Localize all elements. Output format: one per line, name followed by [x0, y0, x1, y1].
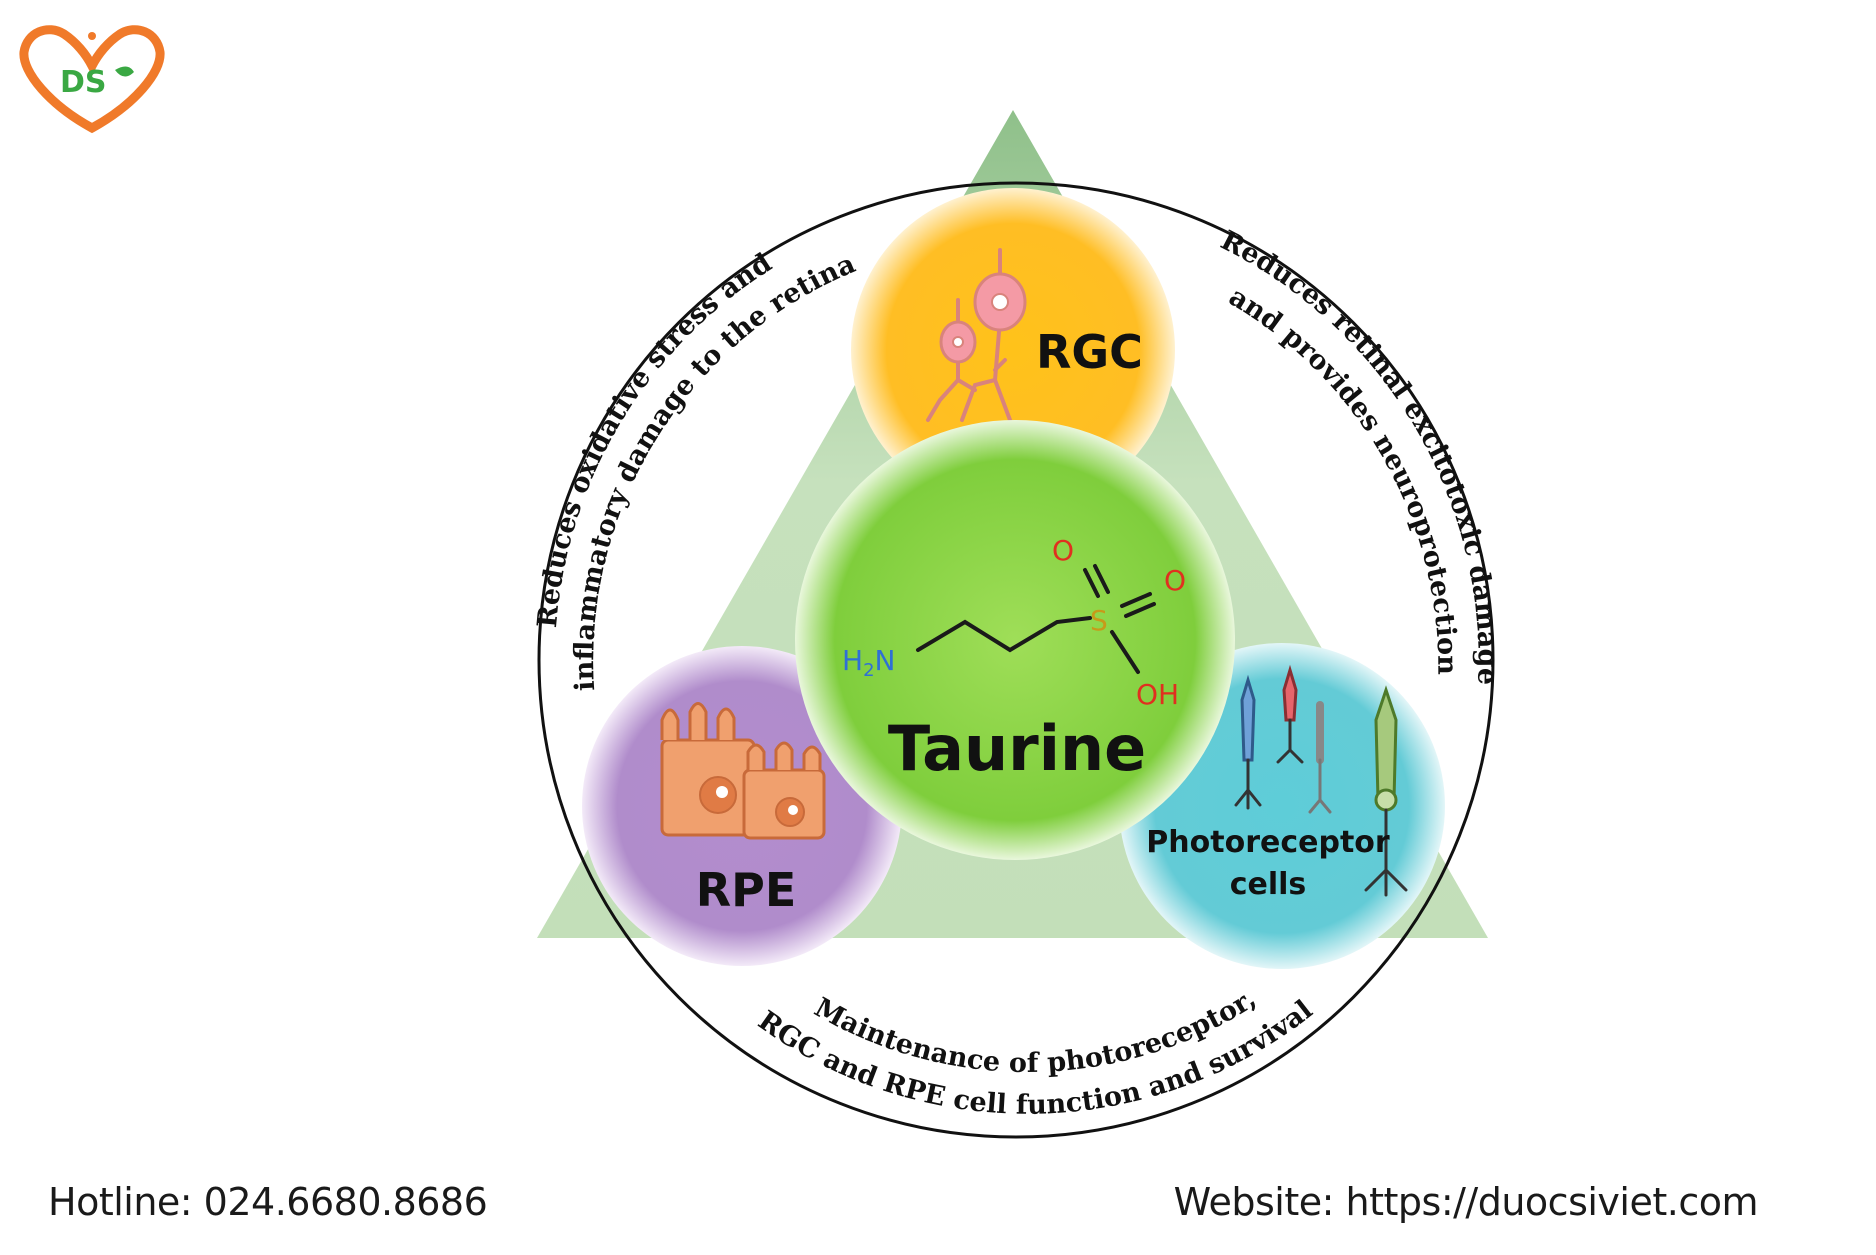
hydroxyl-group: OH: [1136, 678, 1179, 711]
outer-ring: [537, 181, 1495, 1139]
photoreceptor-cell-icon: [1234, 664, 1408, 897]
taurine-circle: [795, 420, 1235, 860]
sulfur-atom: S: [1090, 604, 1108, 637]
duocsiviet-logo: DS: [19, 25, 165, 134]
oxygen-top: O: [1052, 534, 1074, 567]
photoreceptor-label-line1: Photoreceptor: [1146, 825, 1390, 860]
rpe-label: RPE: [696, 863, 797, 917]
rpe-cell-icon: [660, 702, 826, 840]
rgc-node: RGC: [851, 188, 1175, 512]
heart-icon: [19, 25, 165, 134]
rgc-circle: [851, 188, 1175, 512]
taurine-label: Taurine: [888, 712, 1146, 785]
logo-text: DS: [60, 65, 107, 100]
rgc-label: RGC: [1036, 325, 1143, 379]
ganglion-cell-icon: [926, 248, 1012, 422]
taurine-node: H2N S O O OH Taurine: [795, 420, 1235, 860]
photoreceptor-label-line2: cells: [1230, 867, 1307, 902]
amine-group: H2N: [842, 644, 895, 681]
website-text[interactable]: Website: https://duocsiviet.com: [1173, 1180, 1759, 1224]
hotline-text: Hotline: 024.6680.8686: [48, 1180, 488, 1224]
taurine-molecule: [916, 564, 1156, 674]
oxygen-right: O: [1164, 564, 1186, 597]
leaf-icon: [115, 66, 134, 77]
